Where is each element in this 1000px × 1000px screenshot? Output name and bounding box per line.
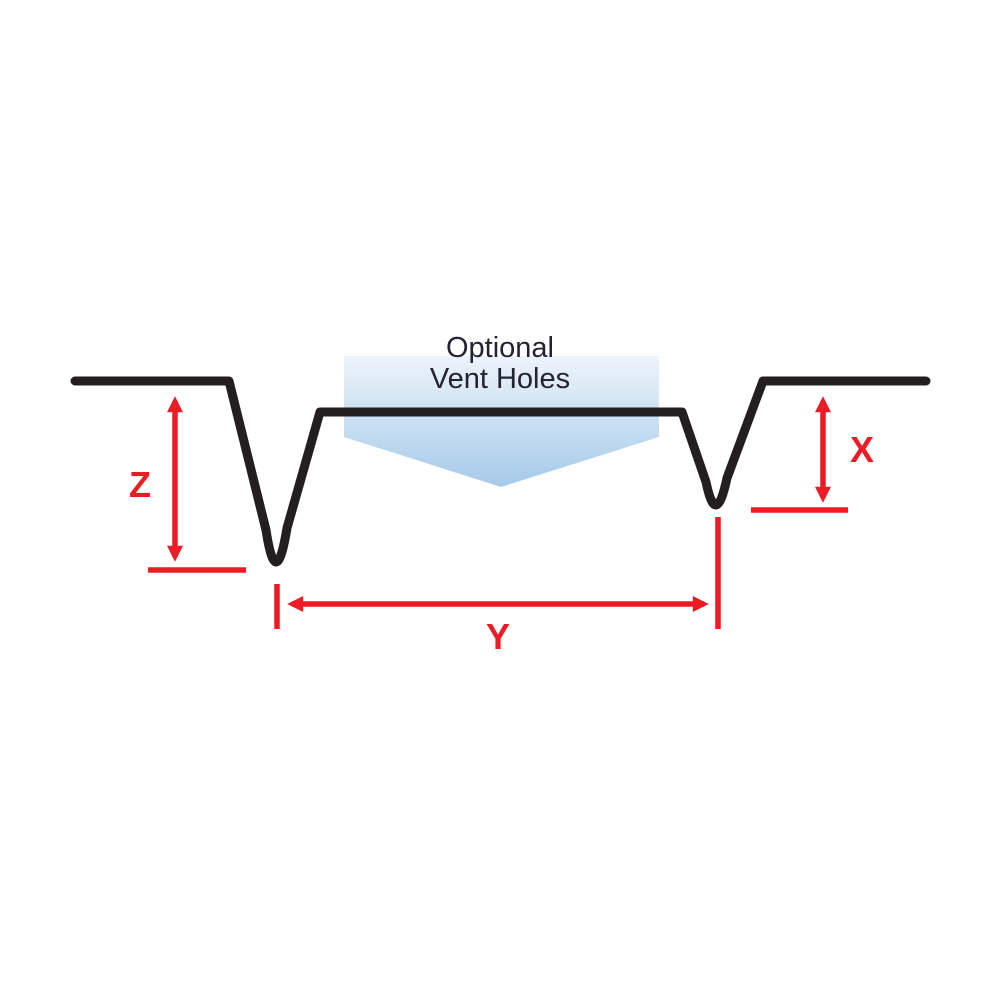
vent-holes-label-line1: Optional [446, 332, 554, 364]
vent-holes-label-line2: Vent Holes [430, 363, 570, 395]
dimension-y-label: Y [486, 616, 510, 657]
dimension-x-label: X [850, 429, 874, 470]
dimension-z-label: Z [129, 464, 151, 505]
panel-profile-line [70, 376, 931, 567]
vent-holes-area [344, 356, 659, 487]
